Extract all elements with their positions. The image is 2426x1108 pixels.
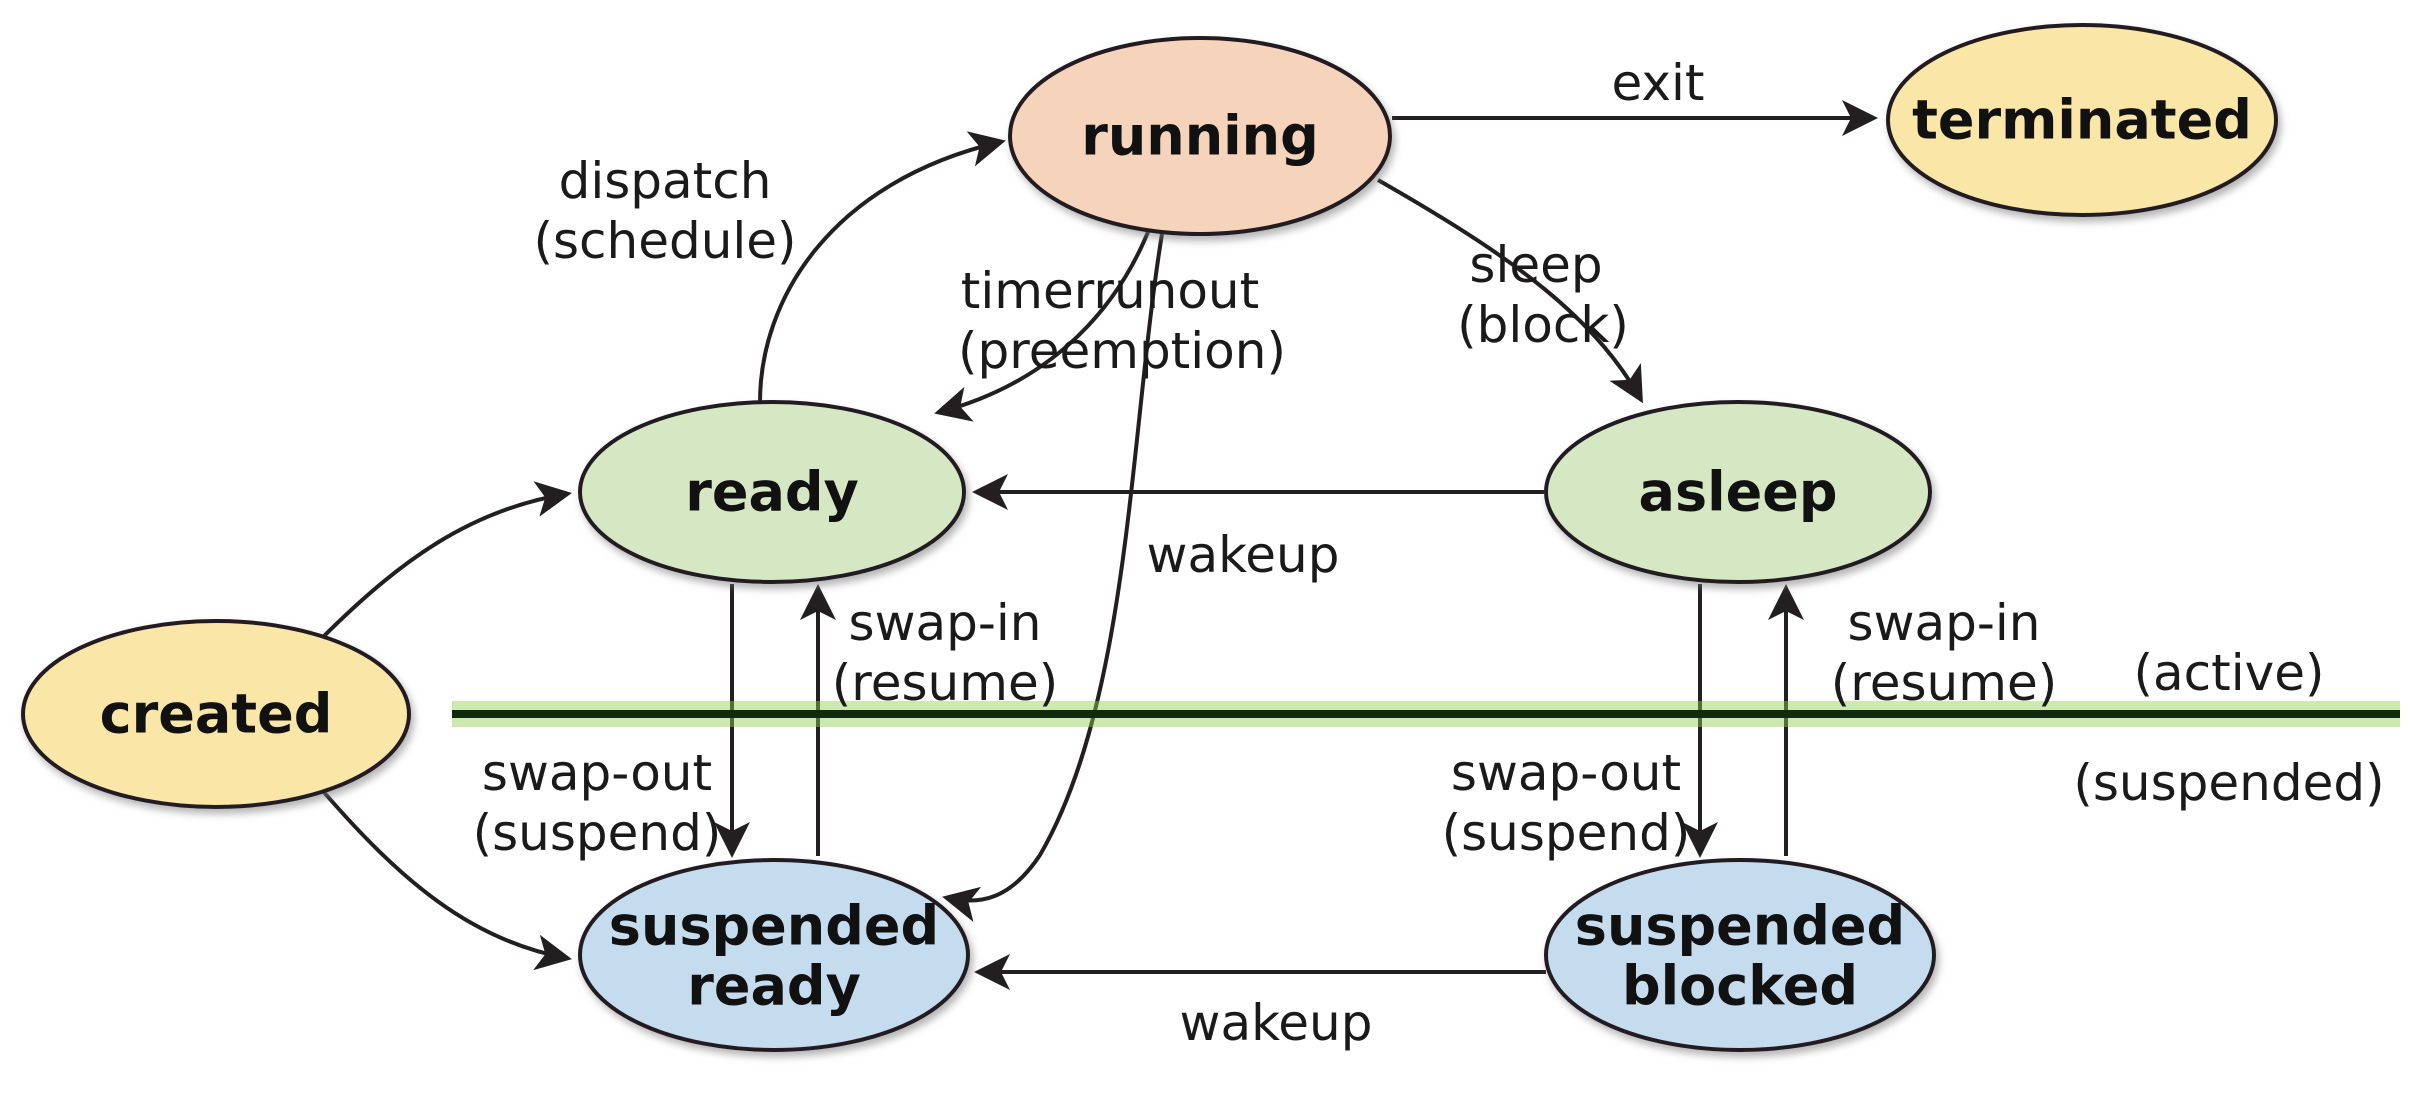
edge-label-dispatch-line1: dispatch [559,152,772,210]
edge-label-swap-in-right-line2: (resume) [1831,654,2057,712]
edge-running-to-asleep [1377,178,1643,404]
node-asleep-shape[interactable] [1544,400,1932,584]
edge-label-ready-to-suspended-ready: swap-out (suspend) [473,744,722,862]
edge-running-to-ready [934,231,1150,422]
node-created[interactable]: created [21,619,411,809]
node-ready-shape[interactable] [578,400,966,584]
edge-label-timerrunout-line2: (preemption) [958,322,1286,380]
node-suspended-ready-label-line2: ready [687,955,861,1018]
edge-path-running-to-asleep [1377,178,1643,404]
edge-label-asleep-to-ready: wakeup [1147,526,1340,584]
edge-label-swap-out-right-line1: swap-out [1451,744,1681,802]
edge-path-running-to-suspended-ready [942,233,1164,922]
edge-label-running-to-terminated: exit [1612,54,1705,112]
node-suspended-blocked-shape[interactable] [1544,858,1936,1052]
node-created-label: created [100,683,333,746]
edge-ready-to-running [758,131,1006,403]
edge-label-sleep-line1: sleep [1469,236,1602,294]
node-ready[interactable]: ready [578,400,966,584]
node-terminated-shape[interactable] [1886,23,2278,217]
node-asleep-label: asleep [1639,461,1838,524]
edge-label-ready-to-running: dispatch (schedule) [533,152,796,270]
edge-label-swap-in-left-line2: (resume) [832,654,1058,712]
divider-labels: (active) (suspended) [2073,644,2384,812]
node-suspended-blocked-label-line2: blocked [1622,955,1858,1018]
node-suspended-ready[interactable]: suspended ready [578,858,970,1052]
edge-label-wakeup-top: wakeup [1147,526,1340,584]
edge-label-suspended-blocked-to-suspended-ready: wakeup [1180,994,1373,1052]
node-asleep[interactable]: asleep [1544,400,1932,584]
edge-path-created-to-ready [318,481,572,642]
edge-label-suspended-ready-to-ready: swap-in (resume) [832,594,1058,712]
edge-created-to-ready [318,481,572,642]
edge-label-dispatch-line2: (schedule) [533,212,796,270]
edge-label-asleep-to-suspended-blocked: swap-out (suspend) [1442,744,1691,862]
edge-label-suspended-blocked-to-asleep: swap-in (resume) [1831,594,2057,712]
node-ready-label: ready [685,461,859,524]
edge-path-created-to-suspended-ready [320,788,572,971]
edge-label-swap-out-left-line1: swap-out [482,744,712,802]
edge-path-running-to-ready [934,231,1150,422]
node-terminated-label: terminated [1912,89,2252,152]
edge-label-swap-in-right-line1: swap-in [1848,594,2041,652]
edge-running-to-suspended-ready [942,233,1164,922]
edge-label-swap-out-right-line2: (suspend) [1442,804,1691,862]
node-running[interactable]: running [1008,36,1392,236]
node-suspended-blocked-label-line1: suspended [1575,895,1905,958]
node-terminated[interactable]: terminated [1886,23,2278,217]
node-running-label: running [1081,105,1319,168]
node-running-shape[interactable] [1008,36,1392,236]
edge-label-swap-in-left-line1: swap-in [849,594,1042,652]
edge-path-ready-to-running [758,131,1006,403]
divider-label-suspended: (suspended) [2073,754,2384,812]
edge-label-swap-out-left-line2: (suspend) [473,804,722,862]
edge-label-sleep-line2: (block) [1457,296,1629,354]
edge-created-to-suspended-ready [320,788,572,971]
edge-label-wakeup-bottom: wakeup [1180,994,1373,1052]
node-suspended-ready-label-line1: suspended [609,895,939,958]
edge-label-running-to-ready: timerrunout (preemption) [958,262,1286,380]
node-suspended-blocked[interactable]: suspended blocked [1544,858,1936,1052]
node-created-shape[interactable] [21,619,411,809]
node-suspended-ready-shape[interactable] [578,858,970,1052]
edge-label-timerrunout-line1: timerrunout [961,262,1259,320]
divider-label-active: (active) [2134,644,2325,702]
edge-label-exit: exit [1612,54,1705,112]
edge-label-running-to-asleep: sleep (block) [1457,236,1629,354]
